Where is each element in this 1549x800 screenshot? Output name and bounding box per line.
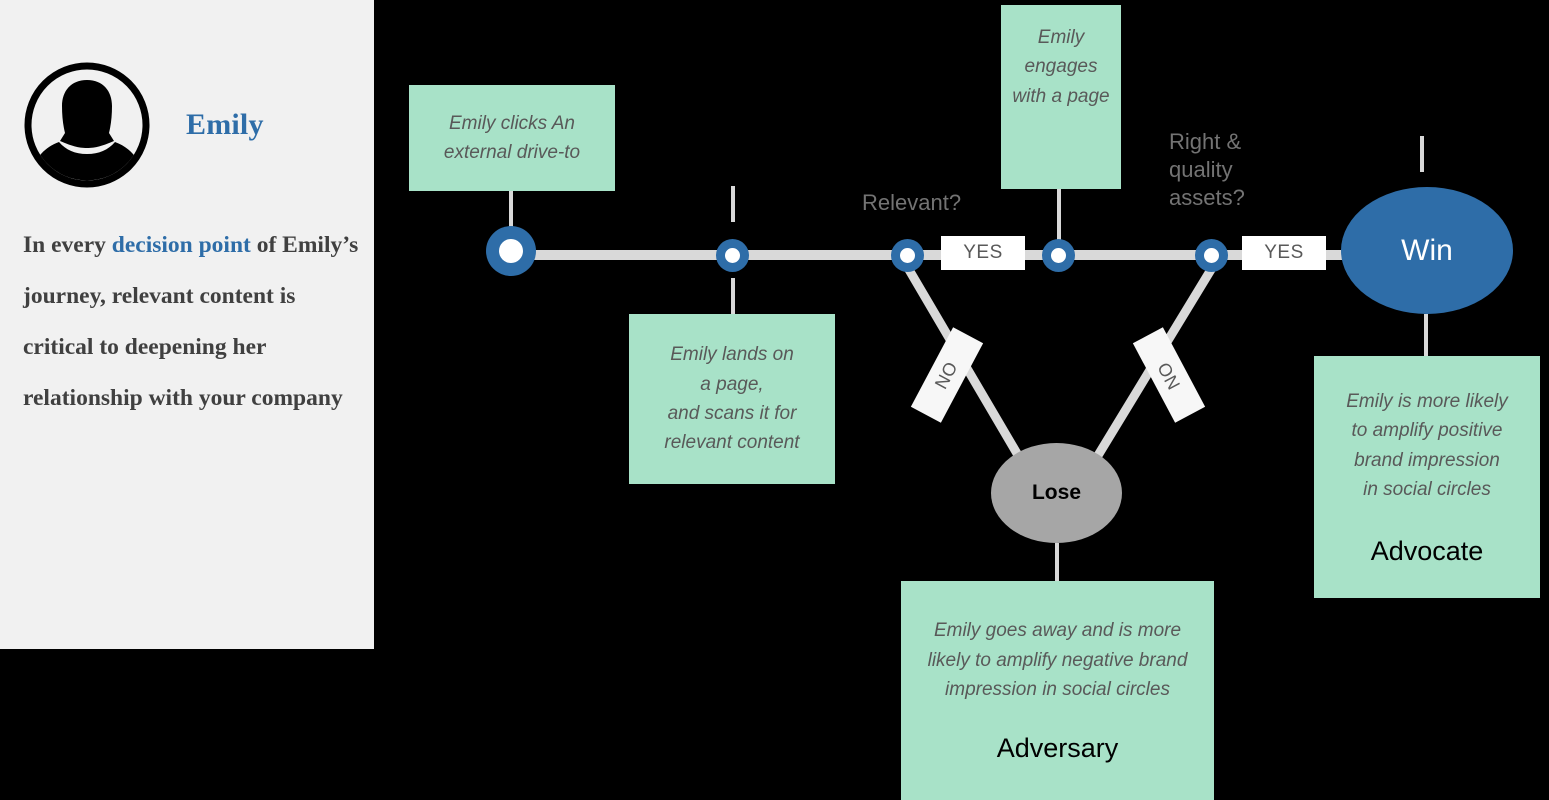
persona-name: Emily bbox=[186, 108, 264, 141]
connector-land-to-box bbox=[731, 278, 735, 314]
timeline-node-land-dot bbox=[725, 248, 740, 263]
decision-label-assets: Right & quality assets? bbox=[1169, 128, 1289, 212]
journey-rail bbox=[500, 250, 1245, 260]
edge-label-no-1-text: NO bbox=[931, 357, 962, 392]
connector-click-to-node bbox=[509, 191, 513, 229]
edge-label-yes-1: YES bbox=[941, 236, 1025, 270]
step-box-click-line2: external drive-to bbox=[443, 142, 581, 163]
decision-label-assets-line3: assets? bbox=[1169, 185, 1245, 211]
step-box-land-line4: relevant content bbox=[664, 432, 800, 454]
step-box-click-line1: Emily clicks An bbox=[449, 112, 575, 134]
connector-win-top-tick bbox=[1420, 136, 1424, 172]
decision-label-assets-line2: quality bbox=[1169, 157, 1233, 183]
connector-land-top-tick bbox=[731, 186, 735, 222]
statement-text-tail: of Emily’s journey, relevant content is … bbox=[23, 232, 359, 411]
outcome-lose-box-line3: impression in social circles bbox=[945, 679, 1170, 701]
step-box-land-line2: a page, bbox=[700, 373, 764, 395]
edge-label-yes-2: YES bbox=[1242, 236, 1326, 270]
outcome-lose-box-line2: likely to amplify negative brand bbox=[927, 649, 1188, 671]
timeline-node-start-dot bbox=[499, 239, 523, 263]
timeline-node-engage-dot bbox=[1051, 248, 1066, 263]
outcome-lose-circle[interactable]: Lose bbox=[991, 443, 1122, 543]
outcome-win-role: Advocate bbox=[1370, 535, 1484, 566]
step-box-land: Emily lands on a page, and scans it for … bbox=[629, 314, 835, 484]
statement-highlight: decision point bbox=[111, 232, 251, 258]
outcome-lose-role: Adversary bbox=[996, 733, 1119, 764]
outcome-win-box-line1: Emily is more likely bbox=[1346, 390, 1508, 412]
step-box-click: Emily clicks An external drive-to bbox=[409, 85, 615, 191]
decision-node-assets-dot bbox=[1204, 248, 1219, 263]
decision-node-assets[interactable] bbox=[1195, 239, 1228, 272]
edge-label-no-1: NO bbox=[910, 327, 984, 423]
outcome-win-box-line4: in social circles bbox=[1363, 479, 1491, 501]
statement-text-lead: In every bbox=[23, 232, 112, 258]
connector-win-to-box bbox=[1424, 314, 1428, 358]
decision-label-relevant: Relevant? bbox=[862, 190, 962, 215]
decision-node-relevant-dot bbox=[900, 248, 915, 263]
outcome-win-box: Emily is more likely to amplify positive… bbox=[1314, 356, 1540, 598]
outcome-lose-box: Emily goes away and is more likely to am… bbox=[901, 581, 1214, 800]
persona-panel: Emily In every decision point of Emily’s… bbox=[0, 0, 374, 649]
decision-label-assets-line1: Right & bbox=[1169, 129, 1242, 154]
step-box-engage-line2: engages bbox=[1024, 56, 1098, 78]
outcome-win-circle[interactable]: Win bbox=[1341, 187, 1513, 314]
outcome-win-box-line3: brand impression bbox=[1354, 449, 1500, 471]
outcome-lose-box-line1: Emily goes away and is more bbox=[933, 620, 1182, 642]
step-box-engage-line1: Emily bbox=[1037, 27, 1085, 48]
person-avatar-icon bbox=[24, 62, 150, 188]
connector-lose-to-box bbox=[1055, 543, 1059, 581]
decision-node-relevant[interactable] bbox=[891, 239, 924, 272]
connector-engage-to-node bbox=[1057, 189, 1061, 241]
step-box-engage: Emily engages with a page bbox=[1001, 5, 1121, 189]
timeline-node-start[interactable] bbox=[486, 226, 536, 276]
step-box-land-line3: and scans it for bbox=[667, 403, 797, 424]
step-box-engage-line3: with a page bbox=[1012, 85, 1110, 107]
step-box-land-line1: Emily lands on bbox=[670, 344, 794, 366]
outcome-win-box-line2: to amplify positive bbox=[1351, 420, 1503, 442]
outcome-lose-label: Lose bbox=[1031, 481, 1081, 504]
edge-label-no-2-text: NO bbox=[1153, 358, 1184, 393]
timeline-node-engage[interactable] bbox=[1042, 239, 1075, 272]
timeline-node-land[interactable] bbox=[716, 239, 749, 272]
outcome-win-label: Win bbox=[1401, 233, 1453, 267]
persona-statement: In every decision point of Emily’s journ… bbox=[23, 220, 363, 424]
edge-label-no-2: NO bbox=[1132, 327, 1206, 423]
